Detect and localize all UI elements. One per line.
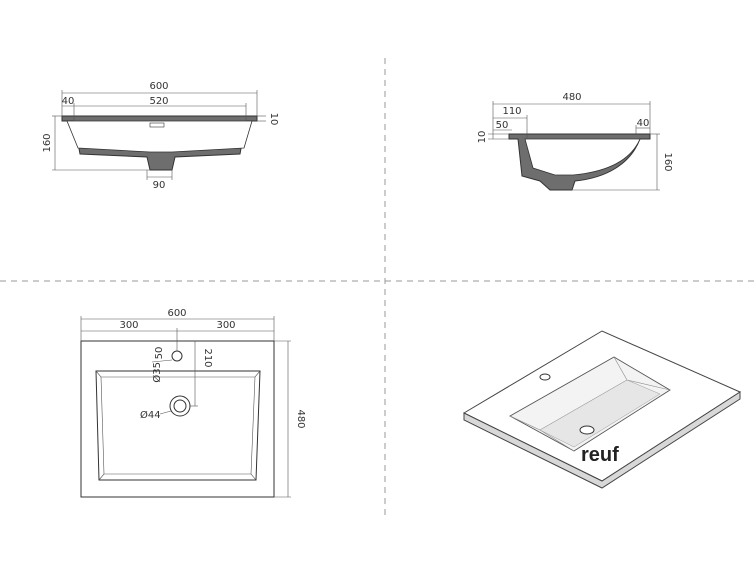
front-height-160: 160 xyxy=(42,133,53,152)
brand-logo: reuf xyxy=(581,444,619,466)
side-rim-thickness-10: 10 xyxy=(477,131,488,144)
side-front-rim-40: 40 xyxy=(637,118,650,129)
front-section-view: 600 40 520 10 160 90 xyxy=(42,81,279,191)
front-drain-90: 90 xyxy=(153,180,166,191)
side-back-rim-50: 50 xyxy=(496,120,509,131)
plan-bowl xyxy=(95,370,261,481)
plan-outline xyxy=(80,340,275,498)
plan-drain-diameter: Ø44 xyxy=(140,409,161,421)
plan-half-left-300: 300 xyxy=(119,320,138,331)
isometric-view: reuf xyxy=(462,330,742,489)
plan-tap-diameter: Ø35 xyxy=(151,362,163,383)
front-width-600: 600 xyxy=(149,81,168,92)
plan-half-right-300: 300 xyxy=(216,320,235,331)
overflow-slot xyxy=(149,122,165,128)
front-bowl-520: 520 xyxy=(149,96,168,107)
plan-drain-offset-210: 210 xyxy=(202,348,213,367)
side-height-160: 160 xyxy=(662,152,673,171)
plan-width-600: 600 xyxy=(167,308,186,319)
iso-tap-hole xyxy=(539,373,551,381)
side-tap-zone-110: 110 xyxy=(502,106,521,117)
iso-drain xyxy=(579,425,595,435)
drain-hole xyxy=(169,395,191,417)
side-section-view: 480 110 50 40 10 160 xyxy=(477,92,673,191)
iso-front-edge xyxy=(463,391,741,489)
tap-hole xyxy=(171,350,183,362)
front-rim-thickness-10: 10 xyxy=(268,113,279,126)
front-rim-40: 40 xyxy=(62,96,75,107)
plan-tap-offset-50: 50 xyxy=(154,347,165,360)
side-depth-480: 480 xyxy=(562,92,581,103)
plan-view: 600 300 300 50 Ø35 210 Ø44 480 xyxy=(80,308,306,498)
plan-depth-480: 480 xyxy=(295,409,306,428)
